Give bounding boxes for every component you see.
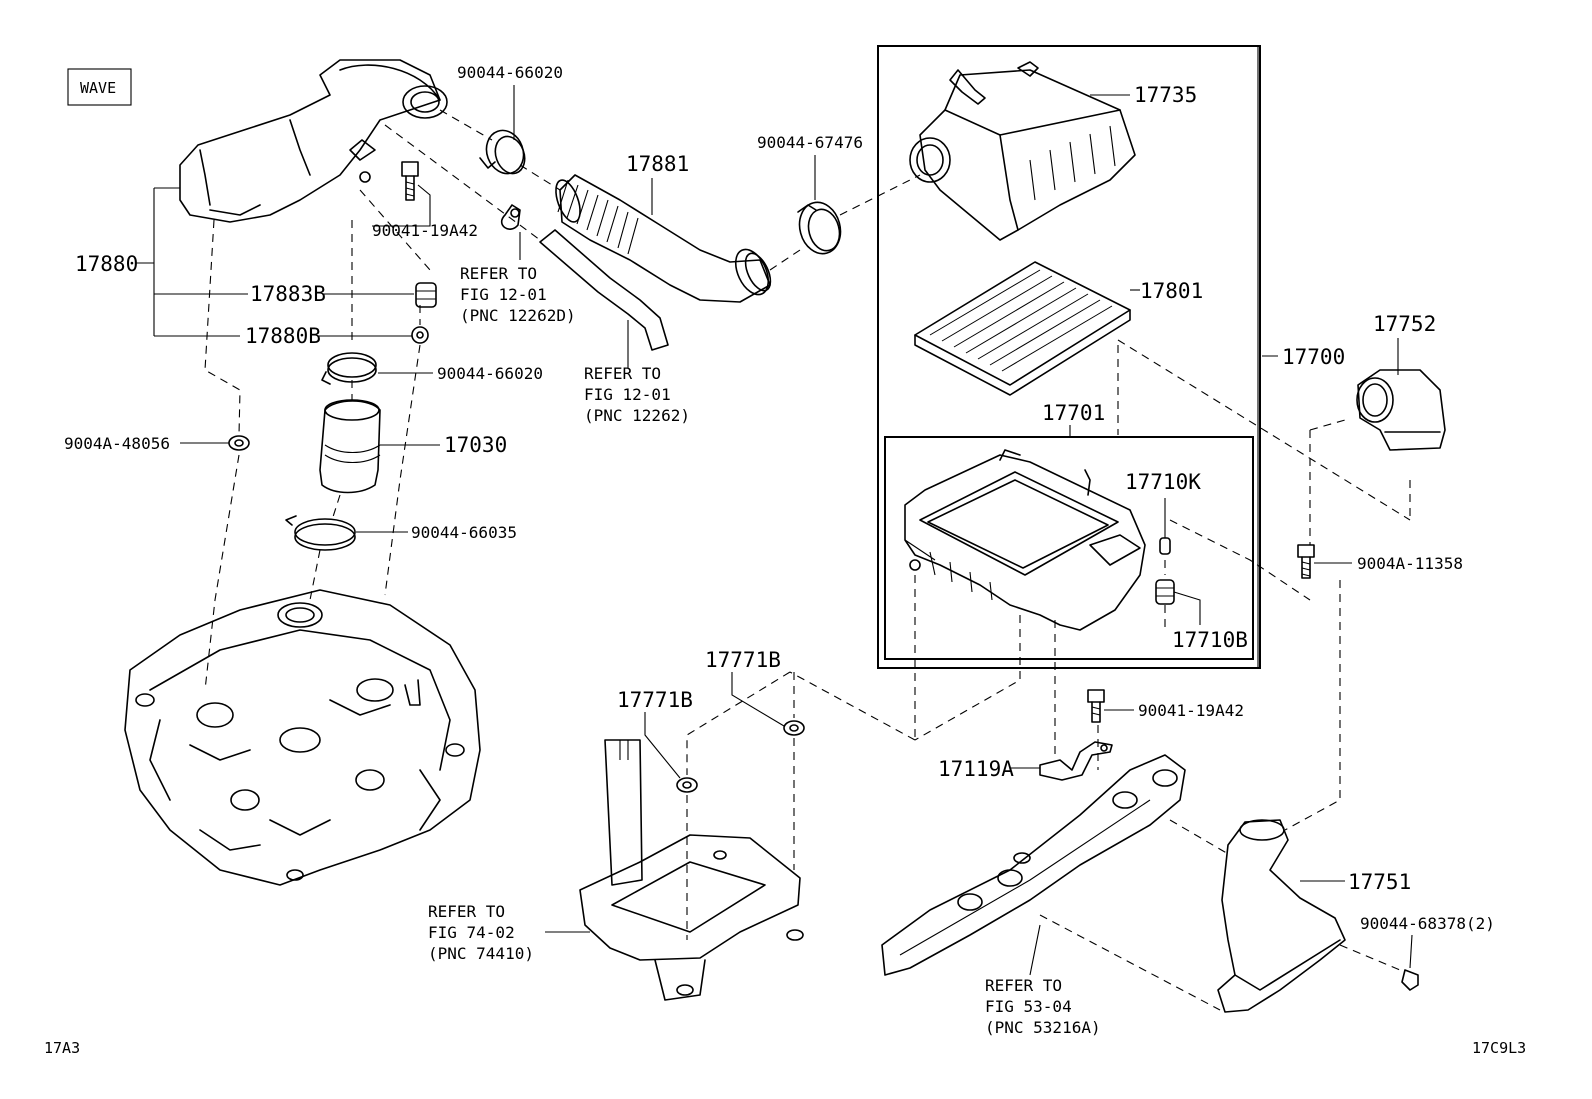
bracket-17119A-drawing [1039,741,1113,781]
duct-17751-drawing [1217,819,1346,1013]
part-labels: 90044-66020 17880 17883B 17880B 90041-19… [64,63,1495,933]
label-17880B[interactable]: 17880B [245,324,321,348]
clamp-90044-67476-drawing [797,201,842,255]
elbow-17752-drawing [1356,369,1446,451]
label-17752[interactable]: 17752 [1373,312,1436,336]
ref-12262-line-2: FIG 12-01 [584,385,671,404]
ref-74410-line-1: REFER TO [428,902,505,921]
label-17751[interactable]: 17751 [1348,870,1411,894]
ref-74410-line-3: (PNC 74410) [428,944,534,963]
dashed-alignment-lines [204,109,1411,1011]
label-17700[interactable]: 17700 [1282,345,1345,369]
label-90041-19A42-left[interactable]: 90041-19A42 [372,221,478,240]
corner-code-right: 17C9L3 [1472,1039,1526,1057]
ref-53216A-line-1: REFER TO [985,976,1062,995]
label-17710K[interactable]: 17710K [1125,470,1201,494]
wave-tag-label: WAVE [80,79,116,97]
label-17030[interactable]: 17030 [444,433,507,457]
label-17119A[interactable]: 17119A [938,757,1014,781]
label-17880[interactable]: 17880 [75,252,138,276]
intake-duct-17880-drawing [179,59,448,223]
clamp-90044-66020-mid-drawing [321,352,377,385]
grommet-17880B-drawing [411,326,429,344]
ref-12262-line-1: REFER TO [584,364,661,383]
grommet-17883B-drawing [415,282,437,308]
hose-17030-drawing [319,399,381,494]
cross-member-drawing [881,754,1186,976]
ref-12262D-line-2: FIG 12-01 [460,285,547,304]
label-90041-19A42-right[interactable]: 90041-19A42 [1138,701,1244,720]
label-17735[interactable]: 17735 [1134,83,1197,107]
label-90044-67476[interactable]: 90044-67476 [757,133,863,152]
label-17701[interactable]: 17701 [1042,401,1105,425]
label-17771B-left[interactable]: 17771B [617,688,693,712]
ref-53216A-line-3: (PNC 53216A) [985,1018,1101,1037]
label-9004A-11358[interactable]: 9004A-11358 [1357,554,1463,573]
grommet-17710B-drawing [1155,579,1175,605]
air-cleaner-case-frame [884,436,1254,660]
label-17771B-top[interactable]: 17771B [705,648,781,672]
grommet-9004A-48056-drawing [228,435,250,451]
battery-tray-drawing [579,739,804,1001]
label-90044-66020-mid[interactable]: 90044-66020 [437,364,543,383]
ref-12262-line-3: (PNC 12262) [584,406,690,425]
ref-note-53216A[interactable]: REFER TO FIG 53-04 (PNC 53216A) [985,976,1101,1037]
ref-note-12262D[interactable]: REFER TO FIG 12-01 (PNC 12262D) [460,264,576,325]
tube-pnc12262-drawing [539,229,669,351]
label-90044-66035[interactable]: 90044-66035 [411,523,517,542]
label-9004A-48056[interactable]: 9004A-48056 [64,434,170,453]
ref-12262D-line-1: REFER TO [460,264,537,283]
label-17710B[interactable]: 17710B [1172,628,1248,652]
label-90044-66020-top[interactable]: 90044-66020 [457,63,563,82]
clamp-90044-66035-drawing [285,515,356,551]
air-cleaner-assembly-frame [877,45,1261,669]
label-17883B[interactable]: 17883B [250,282,326,306]
label-90044-68378[interactable]: 90044-68378(2) [1360,914,1495,933]
engine-block-drawing [124,589,481,886]
grommet-17771B-drawing [676,720,805,793]
bolt-9004A-11358-drawing [1297,544,1315,579]
clamp-90044-66020-top-drawing [479,129,526,175]
filter-element-17801-drawing [914,261,1131,396]
corner-code-left: 17A3 [44,1039,80,1057]
hose-17881-drawing [555,174,772,303]
ref-note-12262[interactable]: REFER TO FIG 12-01 (PNC 12262) [584,364,690,425]
label-17801[interactable]: 17801 [1140,279,1203,303]
clip-small-drawing [500,204,521,230]
pin-17710K-drawing [1159,537,1171,555]
bolt-90041-19A42-left-drawing [401,161,419,201]
label-17881[interactable]: 17881 [626,152,689,176]
air-cleaner-case-17701-drawing [904,449,1146,631]
ref-12262D-line-3: (PNC 12262D) [460,306,576,325]
wave-tag: WAVE [67,68,132,106]
bolt-90041-19A42-right-drawing [1087,689,1105,723]
ref-74410-line-2: FIG 74-02 [428,923,515,942]
ref-note-74410[interactable]: REFER TO FIG 74-02 (PNC 74410) [428,902,534,963]
leader-lines [136,46,1413,976]
clip-90044-68378-drawing [1401,969,1419,991]
ref-53216A-line-2: FIG 53-04 [985,997,1072,1016]
air-cleaner-cap-17735-drawing [909,61,1136,241]
